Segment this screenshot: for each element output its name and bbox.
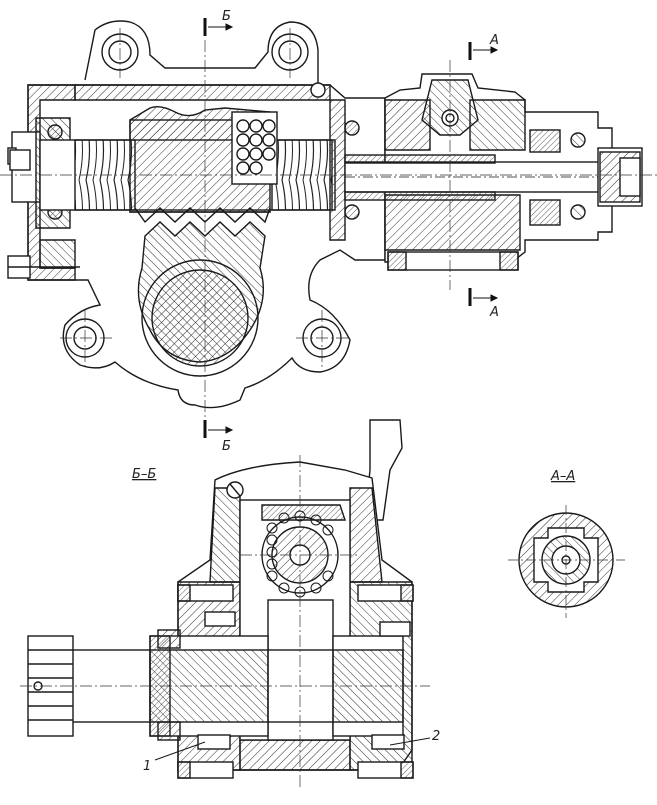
centerlines-section-bb: [20, 455, 430, 790]
section-cut-markers: [203, 18, 499, 438]
cut-b-bottom-label: Б: [222, 439, 231, 454]
callout-leaders: [154, 737, 431, 761]
ball-recirculation: [231, 111, 278, 185]
callout-2: 2: [432, 729, 440, 744]
section-bb-view: [27, 419, 414, 779]
sector-shaft: [141, 259, 259, 377]
section-bb-bolts: [177, 584, 414, 779]
callout-1: 1: [143, 759, 151, 774]
centerlines-top: [0, 28, 657, 420]
cut-b-top-label: Б: [222, 9, 231, 24]
top-view: [7, 20, 386, 409]
centerlines-section-aa: [508, 505, 625, 618]
left-bolt-top: [9, 149, 31, 171]
cut-a-bottom-label: А: [489, 305, 499, 320]
section-bb-title: Б–Б: [132, 467, 156, 482]
cut-a-top-label: А: [489, 33, 499, 48]
section-aa-title: А–А: [550, 469, 575, 484]
control-valve-assembly: [344, 73, 643, 271]
